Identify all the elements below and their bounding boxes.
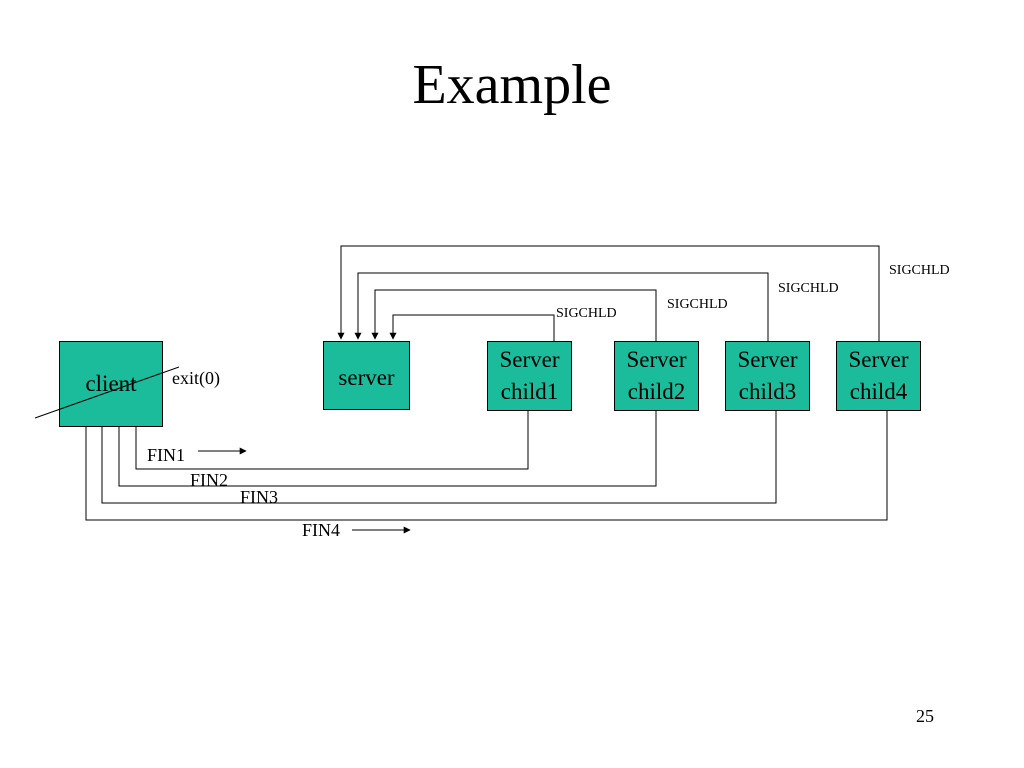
fin-line-child4 <box>85 411 888 521</box>
server-child4-box: Server child4 <box>836 341 921 411</box>
server-child4-line1: Server <box>848 347 909 372</box>
fin1-label: FIN1 <box>147 445 186 465</box>
server-box: server <box>323 341 410 410</box>
server-child4-line2: child4 <box>849 379 908 404</box>
sigchld-line-child3 <box>354 272 769 341</box>
exit-label: exit(0) <box>172 368 220 388</box>
sigchld-label-child4: SIGCHLD <box>889 263 950 278</box>
server-child1-box: Server child1 <box>487 341 572 411</box>
client-label: client <box>85 371 137 396</box>
sigchld-line-child4 <box>337 245 880 341</box>
fin4-label: FIN4 <box>302 520 341 540</box>
server-child3-box: Server child3 <box>725 341 810 411</box>
server-child1-line2: child1 <box>500 379 559 404</box>
sigchld-line-child1 <box>389 314 555 341</box>
server-child2-box: Server child2 <box>614 341 699 411</box>
sigchld-label-child2: SIGCHLD <box>667 297 728 312</box>
fin2-label: FIN2 <box>190 470 229 490</box>
server-label: server <box>338 365 395 390</box>
server-child3-line2: child3 <box>738 379 797 404</box>
sigchld-label-child3: SIGCHLD <box>778 281 839 296</box>
server-child3-line1: Server <box>737 347 798 372</box>
fin-line-child3 <box>101 411 777 504</box>
slide-title: Example <box>412 54 612 116</box>
fin-line-child2 <box>118 411 657 487</box>
fin-line-child1 <box>135 411 529 470</box>
server-child1-line1: Server <box>499 347 560 372</box>
fin3-label: FIN3 <box>240 487 279 507</box>
sigchld-label-child1: SIGCHLD <box>556 306 617 321</box>
client-box: client <box>59 341 163 427</box>
page-number: 25 <box>916 706 934 726</box>
sigchld-line-child2 <box>371 289 657 341</box>
server-child2-line1: Server <box>626 347 687 372</box>
server-child2-line2: child2 <box>627 379 686 404</box>
